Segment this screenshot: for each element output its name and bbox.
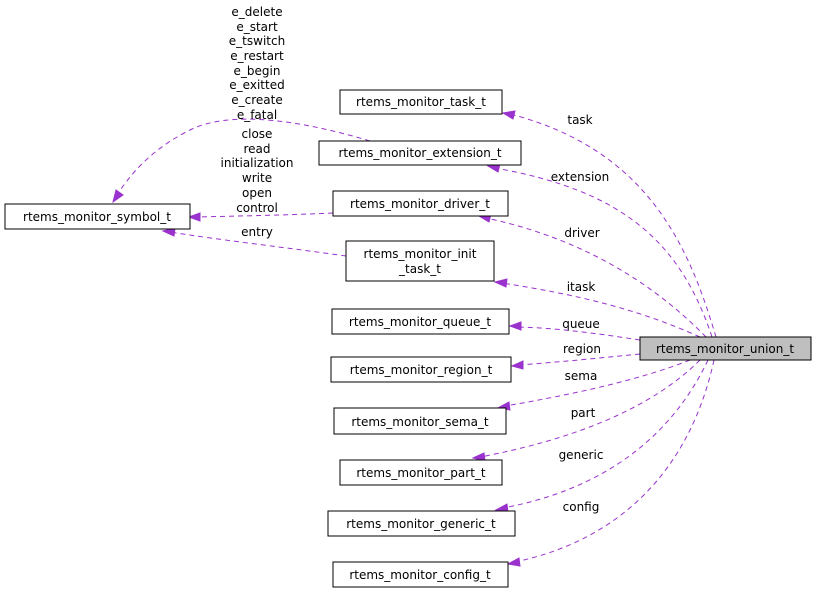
edge-itask — [501, 282, 701, 338]
symbol-initialization: initialization — [221, 156, 294, 170]
edge-queue — [516, 326, 641, 341]
edge-driver-symbol-arrow — [187, 212, 201, 222]
symbol-e-fatal: e_fatal — [237, 108, 277, 122]
node-generic[interactable]: rtems_monitor_generic_t — [327, 510, 516, 537]
node-init-task-label-line2: _task_t — [398, 262, 441, 276]
edge-part — [479, 359, 701, 458]
node-queue-label: rtems_monitor_queue_t — [349, 315, 492, 329]
symbol-e-restart: e_restart — [230, 49, 284, 63]
node-union[interactable]: rtems_monitor_union_t — [639, 336, 812, 361]
edge-label-extension: extension — [551, 170, 610, 184]
node-union-label: rtems_monitor_union_t — [656, 342, 794, 356]
symbol-open: open — [242, 186, 272, 200]
edges — [112, 110, 717, 567]
node-queue[interactable]: rtems_monitor_queue_t — [331, 308, 510, 335]
node-init-task-label-line1: rtems_monitor_init — [364, 247, 477, 261]
node-region-label: rtems_monitor_region_t — [350, 363, 493, 377]
symbol-e-start: e_start — [236, 20, 278, 34]
symbol-write: write — [242, 171, 272, 185]
symbol-control: control — [236, 201, 278, 215]
node-config[interactable]: rtems_monitor_config_t — [332, 561, 509, 588]
edge-label-extension-symbols: e_delete e_start e_tswitch e_restart e_b… — [229, 5, 285, 122]
symbol-e-begin: e_begin — [234, 64, 281, 78]
edge-config — [514, 359, 715, 563]
edge-queue-arrow — [508, 321, 522, 331]
node-symbol[interactable]: rtems_monitor_symbol_t — [4, 203, 191, 230]
node-init-task[interactable]: rtems_monitor_init _task_t — [345, 240, 495, 282]
edge-label-itask: itask — [567, 280, 596, 294]
node-part[interactable]: rtems_monitor_part_t — [339, 459, 503, 486]
edge-region-arrow — [510, 360, 524, 370]
edge-driver-symbol — [195, 212, 334, 218]
edge-region — [518, 353, 641, 366]
node-driver[interactable]: rtems_monitor_driver_t — [332, 190, 509, 217]
node-driver-label: rtems_monitor_driver_t — [350, 197, 490, 211]
node-sema[interactable]: rtems_monitor_sema_t — [333, 407, 507, 435]
node-region[interactable]: rtems_monitor_region_t — [330, 356, 512, 383]
symbol-e-exitted: e_exitted — [229, 78, 284, 92]
node-task-label: rtems_monitor_task_t — [356, 95, 486, 109]
edge-config-arrow — [506, 557, 521, 567]
symbol-e-create: e_create — [231, 93, 282, 107]
edge-extension-symbol-arrow — [112, 189, 124, 204]
edge-label-part: part — [571, 406, 596, 420]
node-extension[interactable]: rtems_monitor_extension_t — [318, 140, 522, 166]
edge-label-driver-symbols: close read initialization write open con… — [221, 127, 294, 215]
edge-label-region: region — [563, 342, 601, 356]
edge-label-config: config — [563, 500, 600, 514]
edge-sema — [504, 359, 691, 407]
symbol-e-delete: e_delete — [231, 5, 282, 19]
edge-generic — [502, 359, 709, 509]
edge-task-arrow — [501, 110, 516, 120]
edge-itask-arrow — [493, 278, 508, 288]
edge-label-generic: generic — [559, 448, 604, 462]
edge-labels: task extension driver itask queue region… — [221, 5, 610, 514]
edge-label-entry: entry — [241, 225, 273, 239]
symbol-e-tswitch: e_tswitch — [229, 34, 285, 48]
edge-extension-symbol — [116, 118, 371, 196]
node-symbol-label: rtems_monitor_symbol_t — [23, 210, 171, 224]
node-config-label: rtems_monitor_config_t — [349, 568, 491, 582]
edge-extension — [494, 167, 713, 338]
node-part-label: rtems_monitor_part_t — [356, 466, 486, 480]
edge-label-driver: driver — [564, 226, 599, 240]
edge-init-symbol — [169, 231, 347, 257]
node-generic-label: rtems_monitor_generic_t — [346, 517, 496, 531]
edge-label-task: task — [567, 113, 592, 127]
node-sema-label: rtems_monitor_sema_t — [351, 415, 489, 429]
edge-label-sema: sema — [565, 369, 598, 383]
node-task[interactable]: rtems_monitor_task_t — [339, 89, 503, 115]
symbol-read: read — [243, 142, 270, 156]
edge-task — [509, 113, 717, 338]
symbol-close: close — [242, 127, 273, 141]
edge-driver — [485, 217, 707, 338]
edge-label-queue: queue — [562, 317, 600, 331]
node-extension-label: rtems_monitor_extension_t — [338, 146, 501, 160]
